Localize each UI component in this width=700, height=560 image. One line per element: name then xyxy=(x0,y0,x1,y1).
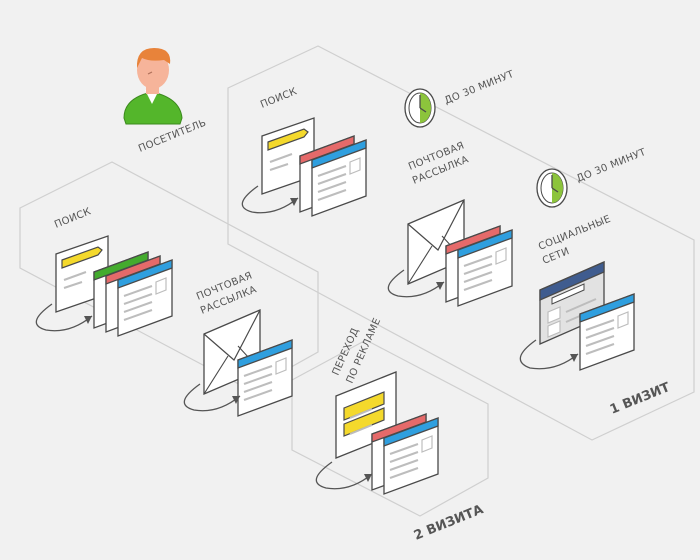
timer-2-clock-icon xyxy=(536,168,568,208)
timer-1-label: ДО 30 МИНУТ xyxy=(443,69,516,107)
v1-social-arrow xyxy=(519,339,579,370)
v1-social-label-1: СОЦИАЛЬНЫЕ xyxy=(537,214,612,253)
visit-2-group-frame-b xyxy=(291,339,489,517)
visit-1-group-label: 1 ВИЗИТ xyxy=(608,380,672,418)
visitor-avatar xyxy=(123,48,183,125)
v2-search-arrow xyxy=(35,303,93,332)
v1-search-label: ПОИСК xyxy=(259,86,299,111)
v1-social-network-page xyxy=(539,261,605,345)
visit-2-group-label: 2 ВИЗИТА xyxy=(412,502,486,543)
visit-2-group-frame-a xyxy=(19,161,319,391)
v2-search-label: ПОИСК xyxy=(53,206,93,231)
v2-ad-arrow xyxy=(315,461,373,490)
timer-2-label: ДО 30 МИНУТ xyxy=(575,147,648,185)
v1-mail-arrow xyxy=(387,269,445,298)
visit-1-group-frame xyxy=(227,45,695,441)
timer-1-clock-icon xyxy=(404,88,436,128)
v2-mail-arrow xyxy=(183,383,241,412)
v1-search-arrow xyxy=(241,185,299,214)
